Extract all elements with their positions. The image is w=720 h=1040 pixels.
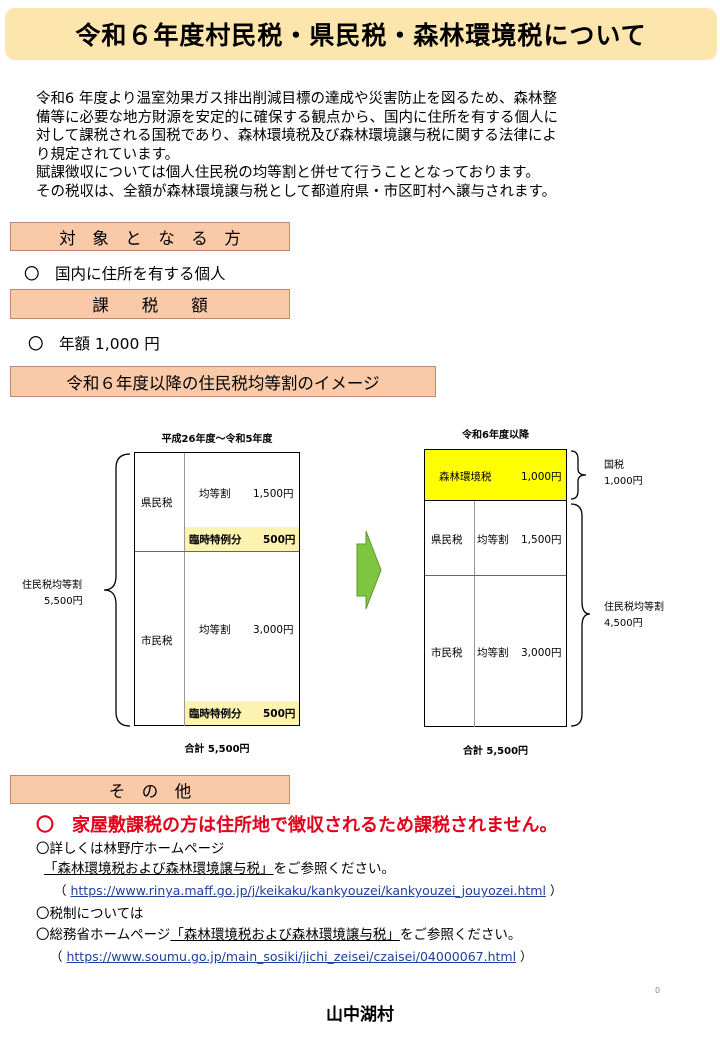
section-header-amount: 課 税 額 [10, 289, 290, 319]
left-brace-title: 住民税均等割 [22, 580, 82, 591]
left-header: 平成26年度～令和5年度 [161, 434, 273, 445]
left-city-kintou: 均等割 [199, 624, 231, 636]
left-brace-amount: 5,500円 [44, 596, 83, 607]
rinya-url-link[interactable]: https://www.rinya.maff.go.jp/j/keikaku/k… [70, 883, 546, 898]
right-forest-amount: 1,000円 [521, 471, 562, 483]
kokuzei-label: 国税 [604, 460, 624, 471]
left-city-rinji-band [185, 701, 299, 725]
intro-line: 令和6 年度より温室効果ガス排出削減目標の達成や災害防止を図るため、森林整 [36, 91, 558, 107]
soumu-link-text[interactable]: 「森林環境税および森林環境譲与税」 [170, 927, 400, 943]
right-pref-kintou: 均等割 [477, 534, 509, 546]
right-forest-band [425, 450, 566, 501]
left-pref-rinji-amount: 500円 [263, 534, 296, 546]
left-city-kintou-amount: 3,000円 [253, 624, 294, 636]
right-city-kintou: 均等割 [477, 647, 509, 659]
left-pref-kintou: 均等割 [199, 488, 231, 500]
left-brace-label: 住民税均等割 5,500円 [22, 578, 98, 610]
intro-line: その税収は、全額が森林環境譲与税として都道府県・市区町村へ譲与されます。 [36, 183, 557, 200]
left-city-rinji: 臨時特例分 [189, 708, 242, 720]
right-total: 合計 5,500円 [462, 746, 529, 757]
left-table-vline [184, 453, 185, 726]
intro-line: 備等に必要な地方財源を安定的に確保する観点から、国内に住所を有する個人に [36, 109, 558, 126]
section-header-other-text: そ の 他 [108, 781, 192, 801]
rinya-intro: 〇詳しくは林野庁ホームページ [36, 841, 225, 857]
right-brace-amount: 4,500円 [604, 618, 643, 629]
intro-line: 賦課徴収については個人住民税の均等割と併せて行うこととなっております。 [36, 165, 540, 181]
section-header-target-text: 対 象 と な る 方 [59, 228, 241, 248]
right-city-kintou-amount: 3,000円 [521, 647, 562, 659]
left-brace-icon [103, 453, 131, 727]
left-pref-rinji: 臨時特例分 [189, 534, 242, 546]
right-table-vline [474, 501, 475, 727]
right-pref-kintou-amount: 1,500円 [521, 534, 562, 546]
soumu-suffix: をご参照ください。 [399, 927, 522, 943]
zeisei-line: 〇税制については [36, 906, 144, 922]
section-header-image: 令和６年度以降の住民税均等割のイメージ [10, 366, 436, 397]
left-total: 合計 5,500円 [184, 744, 250, 755]
rinya-link-text[interactable]: 「森林環境税および森林環境譲与税」 [44, 861, 274, 877]
left-table: 県民税 均等割 1,500円 臨時特例分 500円 市民税 均等割 3,000円… [134, 452, 300, 726]
right-forest-label: 森林環境税 [439, 471, 492, 483]
section-header-target: 対 象 と な る 方 [10, 222, 290, 251]
left-city-rinji-amount: 500円 [263, 708, 296, 720]
page-title: 令和６年度村民税・県民税・森林環境税について [75, 21, 647, 50]
right-top-brace-icon [570, 450, 587, 500]
section-header-amount-text: 課 税 額 [92, 296, 208, 315]
red-notice: 〇 家屋敷課税の方は住所地で徴収されるため課税されません。 [36, 815, 558, 836]
paren-open: （ [54, 883, 71, 898]
right-city-label: 市民税 [431, 647, 463, 659]
paren-close: ） [516, 949, 533, 964]
right-pref-label: 県民税 [431, 534, 463, 546]
paren-close: ） [545, 883, 563, 898]
right-top-brace-label: 国税 1,000円 [604, 458, 643, 490]
rinya-suffix: をご参照ください。 [273, 861, 396, 877]
right-bottom-brace-icon [570, 503, 591, 727]
page-title-banner: 令和６年度村民税・県民税・森林環境税について [5, 8, 717, 60]
kokuzei-amount: 1,000円 [604, 476, 643, 487]
intro-paragraph: 令和6 年度より温室効果ガス排出削減目標の達成や災害防止を図るため、森林整 備等… [36, 90, 686, 201]
right-table-hline [425, 575, 566, 576]
left-pref-label: 県民税 [141, 497, 173, 509]
page-number: 0 [655, 986, 661, 995]
soumu-reference-line: 〇総務省ホームページ「森林環境税および森林環境譲与税」をご参照ください。 [36, 923, 521, 943]
soumu-url-link[interactable]: https://www.soumu.go.jp/main_sosiki/jich… [66, 949, 517, 964]
rinya-reference-line: 「森林環境税および森林環境譲与税」をご参照ください。 [44, 857, 395, 877]
soumu-prefix: 〇総務省ホームページ [36, 927, 171, 943]
paren-open: （ [50, 949, 67, 964]
rinya-url-line: （ https://www.rinya.maff.go.jp/j/keikaku… [54, 880, 562, 899]
intro-line: 対して課税される国税であり、森林環境税及び森林環境譲与税に関する法律によ [36, 128, 557, 144]
right-brace-title: 住民税均等割 [604, 602, 664, 613]
amount-item: 〇 年額 1,000 円 [28, 335, 160, 353]
right-bottom-brace-label: 住民税均等割 4,500円 [604, 600, 664, 632]
left-pref-rinji-band [185, 527, 299, 551]
arrow-right-icon [356, 530, 382, 610]
footer-village-name: 山中湖村 [326, 1005, 394, 1025]
target-item: 〇 国内に住所を有する個人 [24, 265, 226, 283]
soumu-url-line: （ https://www.soumu.go.jp/main_sosiki/ji… [50, 946, 533, 965]
left-city-label: 市民税 [141, 635, 173, 647]
left-pref-kintou-amount: 1,500円 [253, 488, 294, 500]
left-table-hline [135, 551, 299, 552]
right-header: 令和6年度以降 [462, 430, 529, 441]
section-header-image-text: 令和６年度以降の住民税均等割のイメージ [66, 373, 380, 393]
right-table: 森林環境税 1,000円 県民税 均等割 1,500円 市民税 均等割 3,00… [424, 449, 567, 727]
intro-line: り規定されています。 [36, 146, 180, 163]
section-header-other: そ の 他 [10, 775, 290, 804]
